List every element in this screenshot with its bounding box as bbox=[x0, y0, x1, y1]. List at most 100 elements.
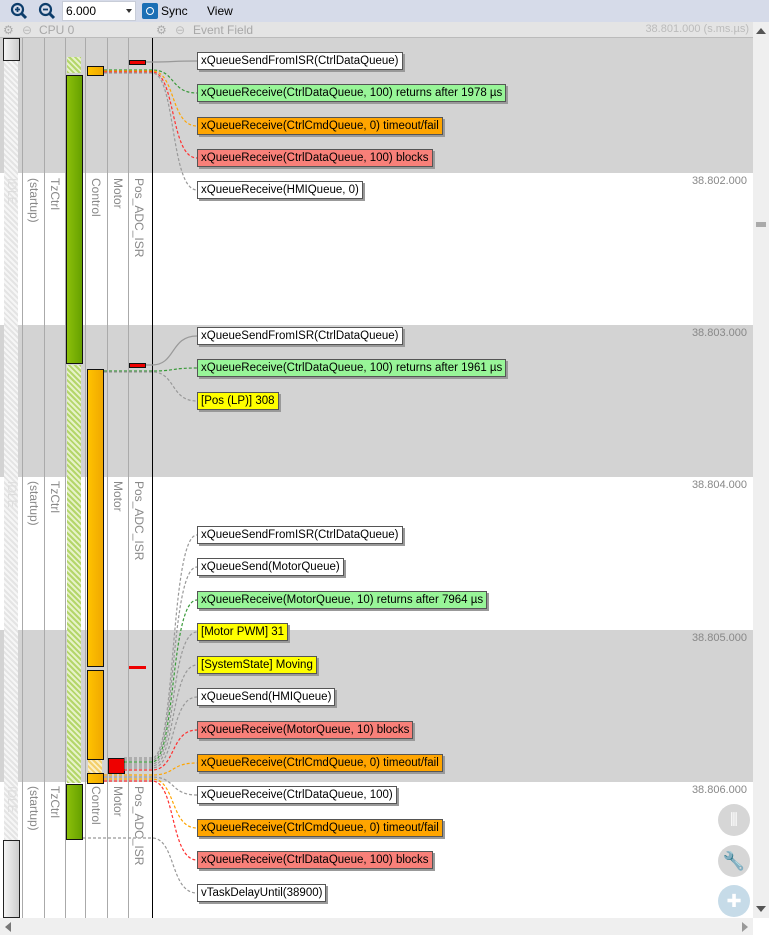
event-connector bbox=[104, 371, 198, 402]
trace-header: ⚙ ⊖ CPU 0 ⚙ ⊖ Event Field 38.801.000 (s.… bbox=[0, 22, 753, 38]
event-gear-icon[interactable]: ⚙ bbox=[156, 23, 167, 37]
chevron-down-icon[interactable] bbox=[126, 9, 132, 13]
isr-execution-bar[interactable] bbox=[129, 60, 146, 65]
column-layout-button[interactable]: ⦀ bbox=[718, 804, 750, 836]
event-collapse-icon[interactable]: ⊖ bbox=[175, 23, 186, 37]
add-button[interactable]: ✚ bbox=[718, 885, 750, 917]
event-connector bbox=[104, 367, 198, 372]
isr-execution-bar[interactable] bbox=[129, 666, 146, 669]
ready-state bbox=[67, 57, 81, 73]
event-connector bbox=[124, 696, 198, 769]
ready-state bbox=[88, 760, 102, 773]
event-connector bbox=[104, 69, 198, 94]
column-divider bbox=[65, 38, 66, 918]
cpu-gear-icon[interactable]: ⚙ bbox=[3, 23, 14, 37]
event-connector bbox=[124, 664, 198, 767]
column-divider bbox=[107, 38, 108, 918]
sync-button[interactable]: Sync bbox=[142, 2, 188, 20]
scroll-up-icon[interactable] bbox=[756, 28, 766, 34]
event-connector bbox=[104, 72, 198, 191]
event-connector bbox=[124, 631, 198, 765]
event-label[interactable]: xQueueReceive(CtrlDataQueue, 100) blocks bbox=[197, 851, 433, 869]
column-label: Control bbox=[89, 178, 103, 217]
event-label[interactable]: xQueueReceive(HMIQueue, 0) bbox=[197, 181, 363, 199]
event-label[interactable]: xQueueSend(MotorQueue) bbox=[197, 558, 344, 576]
event-label[interactable]: xQueueReceive(CtrlCmdQueue, 0) timeout/f… bbox=[197, 117, 443, 135]
time-mark: 38.806.000 bbox=[691, 784, 747, 796]
vertical-scrollbar[interactable] bbox=[753, 22, 769, 918]
column-label: TzCtrl bbox=[48, 481, 62, 513]
event-connector bbox=[124, 534, 198, 759]
control-execution-bar[interactable] bbox=[87, 773, 104, 784]
event-field-label: Event Field bbox=[193, 23, 254, 37]
column-divider bbox=[22, 38, 23, 918]
event-connector bbox=[146, 60, 198, 63]
event-label[interactable]: xQueueReceive(MotorQueue, 10) returns af… bbox=[197, 591, 488, 609]
event-label[interactable]: xQueueReceive(MotorQueue, 10) blocks bbox=[197, 721, 414, 739]
scroll-left-icon[interactable] bbox=[5, 922, 11, 932]
event-connectors bbox=[83, 60, 198, 894]
event-label[interactable]: vTaskDelayUntil(38900) bbox=[197, 884, 327, 902]
view-menu[interactable]: View bbox=[207, 4, 233, 18]
event-connector bbox=[83, 837, 198, 894]
plus-icon: ✚ bbox=[726, 891, 742, 911]
time-mark: 38.805.000 bbox=[691, 632, 747, 644]
horizontal-scrollbar[interactable] bbox=[0, 918, 753, 935]
event-field-divider bbox=[152, 38, 153, 918]
sync-icon bbox=[142, 3, 158, 19]
column-label: Motor bbox=[111, 481, 125, 512]
event-connector bbox=[104, 71, 198, 159]
task-execution-bar[interactable] bbox=[66, 784, 83, 840]
column-label: (startup) bbox=[27, 178, 41, 223]
control-execution-bar[interactable] bbox=[87, 369, 104, 667]
event-label[interactable]: xQueueSendFromISR(CtrlDataQueue) bbox=[197, 526, 403, 544]
column-label: Pos_ADC_ISR bbox=[132, 786, 146, 866]
column-label: Motor bbox=[111, 178, 125, 209]
event-label[interactable]: [SystemState] Moving bbox=[197, 656, 317, 674]
scroll-right-icon[interactable] bbox=[742, 922, 748, 932]
toolbar: 6.000 Sync View bbox=[0, 0, 769, 22]
time-band bbox=[0, 325, 753, 477]
zoom-out-icon[interactable] bbox=[38, 2, 56, 20]
idle-activity bbox=[4, 60, 18, 840]
columns-icon: ⦀ bbox=[730, 810, 738, 830]
event-label[interactable]: xQueueSend(HMIQueue) bbox=[197, 688, 336, 706]
zoom-level-select[interactable]: 6.000 bbox=[62, 1, 136, 21]
cpu-collapse-icon[interactable]: ⊖ bbox=[22, 23, 33, 37]
task-execution-bar[interactable] bbox=[66, 75, 83, 364]
isr-execution-bar[interactable] bbox=[129, 363, 146, 368]
event-connector bbox=[104, 776, 198, 796]
column-label: Pos_ADC_ISR bbox=[132, 481, 146, 561]
idle-scroll-thumb[interactable] bbox=[3, 840, 20, 918]
idle-scroll-thumb[interactable] bbox=[3, 38, 20, 61]
control-execution-bar[interactable] bbox=[87, 66, 104, 76]
scroll-down-icon[interactable] bbox=[756, 906, 766, 912]
time-mark: 38.802.000 bbox=[691, 175, 747, 187]
settings-button[interactable]: 🔧 bbox=[718, 845, 750, 877]
event-label[interactable]: [Pos (LP)] 308 bbox=[197, 392, 279, 410]
column-label: IDLE bbox=[5, 178, 19, 205]
time-origin: 38.801.000 (s.ms.µs) bbox=[645, 23, 749, 35]
event-label[interactable]: xQueueReceive(CtrlDataQueue, 100) blocks bbox=[197, 149, 433, 167]
event-label[interactable]: xQueueReceive(CtrlCmdQueue, 0) timeout/f… bbox=[197, 819, 443, 837]
event-label[interactable]: [Motor PWM] 31 bbox=[197, 623, 289, 641]
column-label: Pos_ADC_ISR bbox=[132, 178, 146, 258]
event-label[interactable]: xQueueReceive(CtrlDataQueue, 100) bbox=[197, 786, 397, 804]
column-label: TzCtrl bbox=[48, 178, 62, 210]
event-label[interactable]: xQueueReceive(CtrlCmdQueue, 0) timeout/f… bbox=[197, 754, 443, 772]
event-label[interactable]: xQueueReceive(CtrlDataQueue, 100) return… bbox=[197, 84, 507, 102]
event-label[interactable]: xQueueSendFromISR(CtrlDataQueue) bbox=[197, 327, 403, 345]
scroll-thumb[interactable] bbox=[756, 222, 766, 227]
column-label: Control bbox=[89, 786, 103, 825]
event-connector bbox=[124, 599, 198, 763]
event-label[interactable]: xQueueReceive(CtrlDataQueue, 100) return… bbox=[197, 359, 507, 377]
zoom-level-value: 6.000 bbox=[66, 4, 97, 18]
column-label: (startup) bbox=[27, 481, 41, 526]
control-execution-bar[interactable] bbox=[87, 670, 104, 760]
event-label[interactable]: xQueueSendFromISR(CtrlDataQueue) bbox=[197, 52, 403, 70]
event-connector bbox=[124, 566, 198, 761]
zoom-in-icon[interactable] bbox=[10, 2, 28, 20]
column-label: IDLE bbox=[5, 481, 19, 508]
time-mark: 38.804.000 bbox=[691, 479, 747, 491]
column-label: (startup) bbox=[27, 786, 41, 831]
